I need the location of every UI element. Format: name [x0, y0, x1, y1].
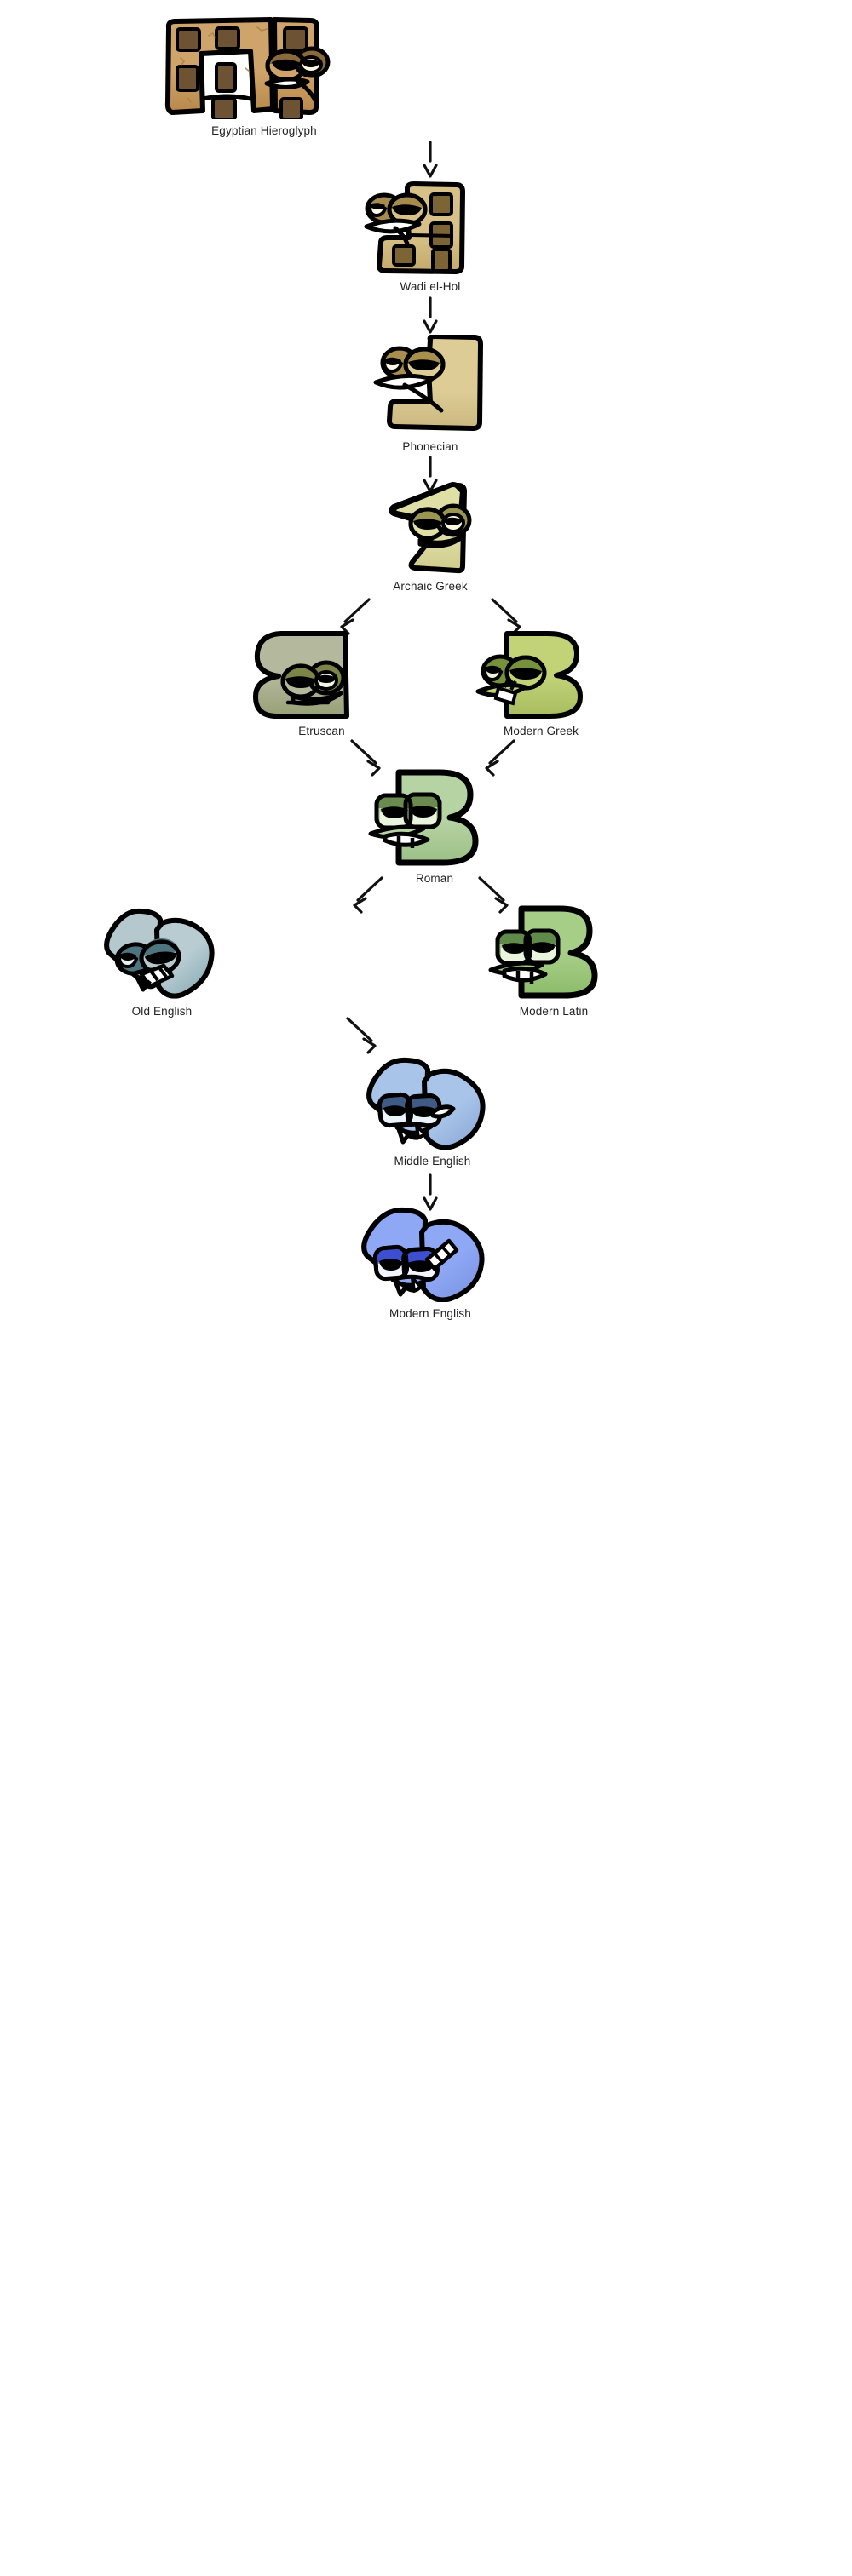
face-modern-english: [372, 1238, 459, 1297]
face-etruscan: [280, 660, 346, 706]
stage-label-modern-english: Modern English: [389, 1307, 471, 1320]
stage-label-modern-greek: Modern Greek: [503, 725, 579, 737]
face-archaic-greek: [408, 503, 472, 548]
stage-label-archaic-greek: Archaic Greek: [393, 580, 468, 593]
arrow-hieroglyph-to-wadi: [422, 141, 442, 179]
glyph-phonecian: [371, 334, 490, 439]
glyph-svg-modern-latin: [488, 905, 598, 999]
glyph-old-english: [94, 904, 230, 1004]
brick-group: [392, 192, 453, 273]
glyph-svg-middle-english: [366, 1057, 486, 1150]
stage-label-wadi-el-hol: Wadi el-Hol: [400, 280, 461, 293]
glyph-archaic-greek: [375, 481, 486, 579]
arrow-wadi-to-phonecian: [422, 296, 442, 335]
glyph-wadi-el-hol: [358, 181, 503, 279]
face-wadi-el-hol: [364, 192, 428, 246]
glyph-svg-modern-greek: [475, 631, 583, 719]
face-roman: [368, 792, 442, 848]
glyph-svg-phonecian: [373, 334, 483, 431]
stage-label-modern-latin: Modern Latin: [519, 1005, 589, 1018]
glyph-svg-archaic-greek: [389, 482, 472, 574]
glyph-svg-modern-english: [361, 1207, 485, 1303]
glyph-etruscan: [247, 630, 396, 724]
face-phonecian: [373, 346, 446, 413]
stage-roman: Roman: [366, 769, 503, 885]
brick-group: [176, 26, 308, 121]
stage-phonecian: Phonecian: [371, 334, 490, 453]
glyph-roman: [366, 769, 503, 871]
stage-label-egyptian-hieroglyph: Egyptian Hieroglyph: [211, 124, 317, 137]
glyph-modern-english: [354, 1203, 507, 1306]
stage-middle-english: Middle English: [358, 1054, 507, 1168]
stage-label-middle-english: Middle English: [394, 1155, 471, 1168]
glyph-egyptian-hieroglyph: [162, 17, 366, 123]
stage-archaic-greek: Archaic Greek: [375, 481, 486, 593]
arrow-old-english-to-middle-english: [341, 1015, 392, 1056]
stage-modern-latin: Modern Latin: [486, 904, 622, 1018]
face-modern-greek: [475, 654, 547, 706]
glyph-svg-old-english: [104, 908, 215, 999]
face-middle-english: [377, 1092, 456, 1145]
stage-old-english: Old English: [94, 904, 230, 1018]
face-egyptian-hieroglyph: [264, 46, 331, 103]
glyph-svg-roman: [368, 769, 479, 866]
glyph-middle-english: [358, 1054, 507, 1154]
face-old-english: [114, 938, 181, 992]
stage-wadi-el-hol: Wadi el-Hol: [358, 181, 503, 293]
glyph-modern-latin: [486, 904, 622, 1004]
stage-label-old-english: Old English: [131, 1005, 193, 1018]
glyph-modern-greek: [473, 630, 609, 724]
face-modern-latin: [488, 928, 561, 984]
stage-label-phonecian: Phonecian: [402, 440, 458, 453]
stage-modern-english: Modern English: [354, 1203, 507, 1320]
stage-label-etruscan: Etruscan: [298, 725, 345, 737]
glyph-svg-egyptian-hieroglyph: [164, 17, 331, 121]
stage-egyptian-hieroglyph: Egyptian Hieroglyph: [162, 17, 366, 137]
stage-etruscan: Etruscan: [247, 630, 396, 737]
glyph-svg-etruscan: [253, 631, 349, 719]
stage-modern-greek: Modern Greek: [473, 630, 609, 737]
stage-label-roman: Roman: [415, 872, 454, 885]
glyph-svg-wadi-el-hol: [364, 181, 465, 274]
